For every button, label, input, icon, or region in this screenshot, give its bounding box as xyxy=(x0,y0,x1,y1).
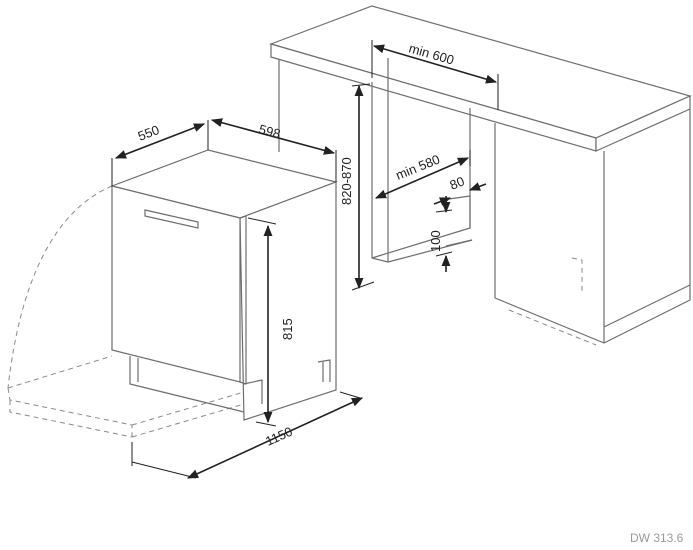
dishwasher xyxy=(109,149,339,421)
dim-clearance-label: 1150 xyxy=(263,424,295,449)
dim-plinth-depth-line xyxy=(433,182,487,206)
dim-plinth-height-line xyxy=(435,196,453,272)
dim-depth-line xyxy=(111,120,209,186)
dim-plinth-depth-label: 80 xyxy=(448,173,467,192)
dim-width-line xyxy=(210,118,337,182)
model-code: DW 313.6 xyxy=(630,531,684,545)
dim-height-label: 815 xyxy=(280,318,295,340)
dim-niche-depth-line xyxy=(374,150,471,199)
dim-plinth-height-label: 100 xyxy=(428,230,443,252)
dim-niche-height-line xyxy=(351,83,375,291)
dim-niche-width-line xyxy=(371,40,499,110)
dim-width-label: 598 xyxy=(257,121,282,141)
dim-niche-depth-label: min 580 xyxy=(394,152,443,183)
dim-depth-label: 550 xyxy=(136,122,162,144)
door-handle xyxy=(144,209,199,229)
dim-clearance-line xyxy=(131,391,364,479)
dim-niche-height-label: 820-870 xyxy=(339,157,354,205)
